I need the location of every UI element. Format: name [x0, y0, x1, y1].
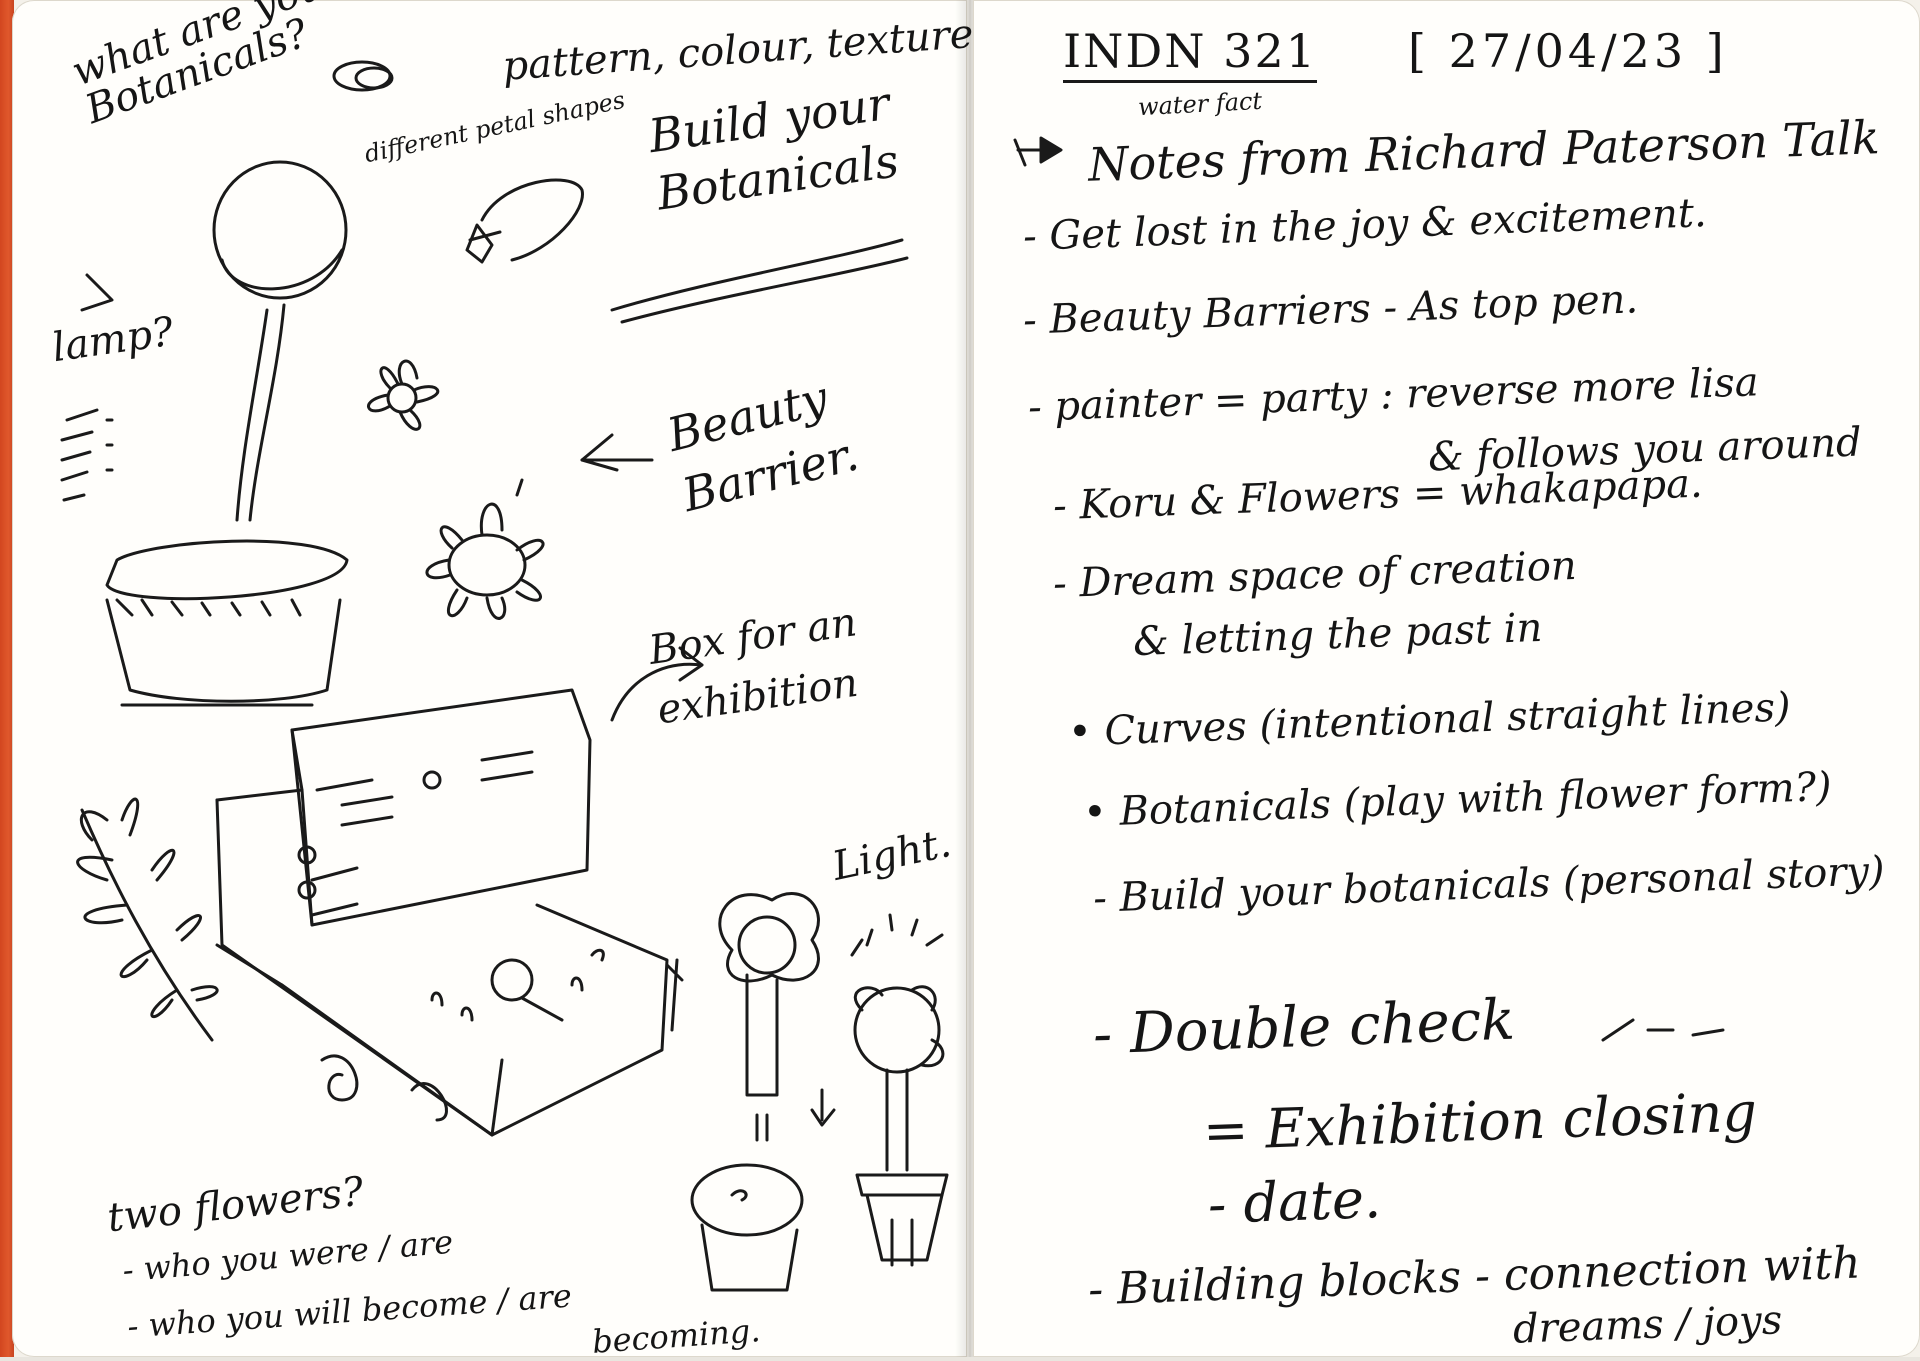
course-code: INDN 321 [1063, 28, 1317, 83]
build-underline-2 [620, 256, 909, 324]
notes-date: [ 27/04/23 ] [1408, 24, 1728, 78]
branch-sketch-icon [76, 797, 219, 1042]
daisy-sketch-icon [425, 478, 545, 620]
dash-mark-icon [1601, 1018, 1725, 1042]
small-flower-sketch-icon [367, 359, 440, 431]
subheading-note: water fact [1137, 86, 1263, 122]
curve-arrow-head [678, 646, 704, 682]
note-line: - date. [1206, 1167, 1383, 1236]
note-line: dreams / joys [1512, 1297, 1783, 1353]
petal-sketch-icon [465, 178, 584, 264]
right-page-marks [1013, 136, 1725, 1042]
lamp-flower-sketch-icon [105, 160, 349, 707]
arrow-icon [580, 433, 654, 472]
two-flowers-sketch-icon [690, 892, 949, 1292]
exhibition-box-sketch-icon [215, 688, 684, 1137]
note-line: - Double check [1091, 987, 1516, 1068]
list-marks-icon [60, 273, 114, 502]
arrow-bullet-icon [1013, 136, 1063, 167]
left-page: what are your Botanicals? pattern, colou… [12, 0, 988, 1361]
notebook-cover-edge [0, 0, 14, 1357]
build-underline [610, 238, 904, 312]
curve-arrow-icon [610, 662, 704, 722]
scribble-icon [332, 60, 394, 92]
right-page: INDN 321 [ 27/04/23 ] water fact Notes f… [973, 0, 1920, 1357]
left-page-sketches [60, 60, 949, 1292]
